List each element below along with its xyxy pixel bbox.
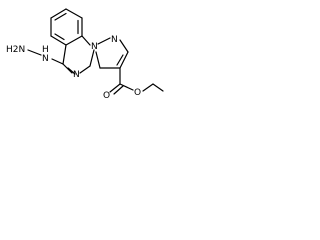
atom-label-ester-o-carbonyl: O — [103, 91, 110, 101]
atom-label-n-ring-top: N — [91, 42, 98, 52]
atom-label-n-ring-mid: N — [111, 35, 118, 45]
atom-label-hydrazine-h: H — [42, 45, 49, 55]
atom-label-hydrazine-h2n: H2N — [6, 45, 25, 55]
atom-label-ester-o-ether: O — [134, 88, 141, 98]
molecule-structure: N N N H N H2N O O — [6, 8, 164, 101]
atom-label-n-ring-low: N — [73, 70, 80, 80]
bond-lines — [27, 8, 164, 95]
atom-label-hydrazine-nh: N — [42, 54, 49, 64]
